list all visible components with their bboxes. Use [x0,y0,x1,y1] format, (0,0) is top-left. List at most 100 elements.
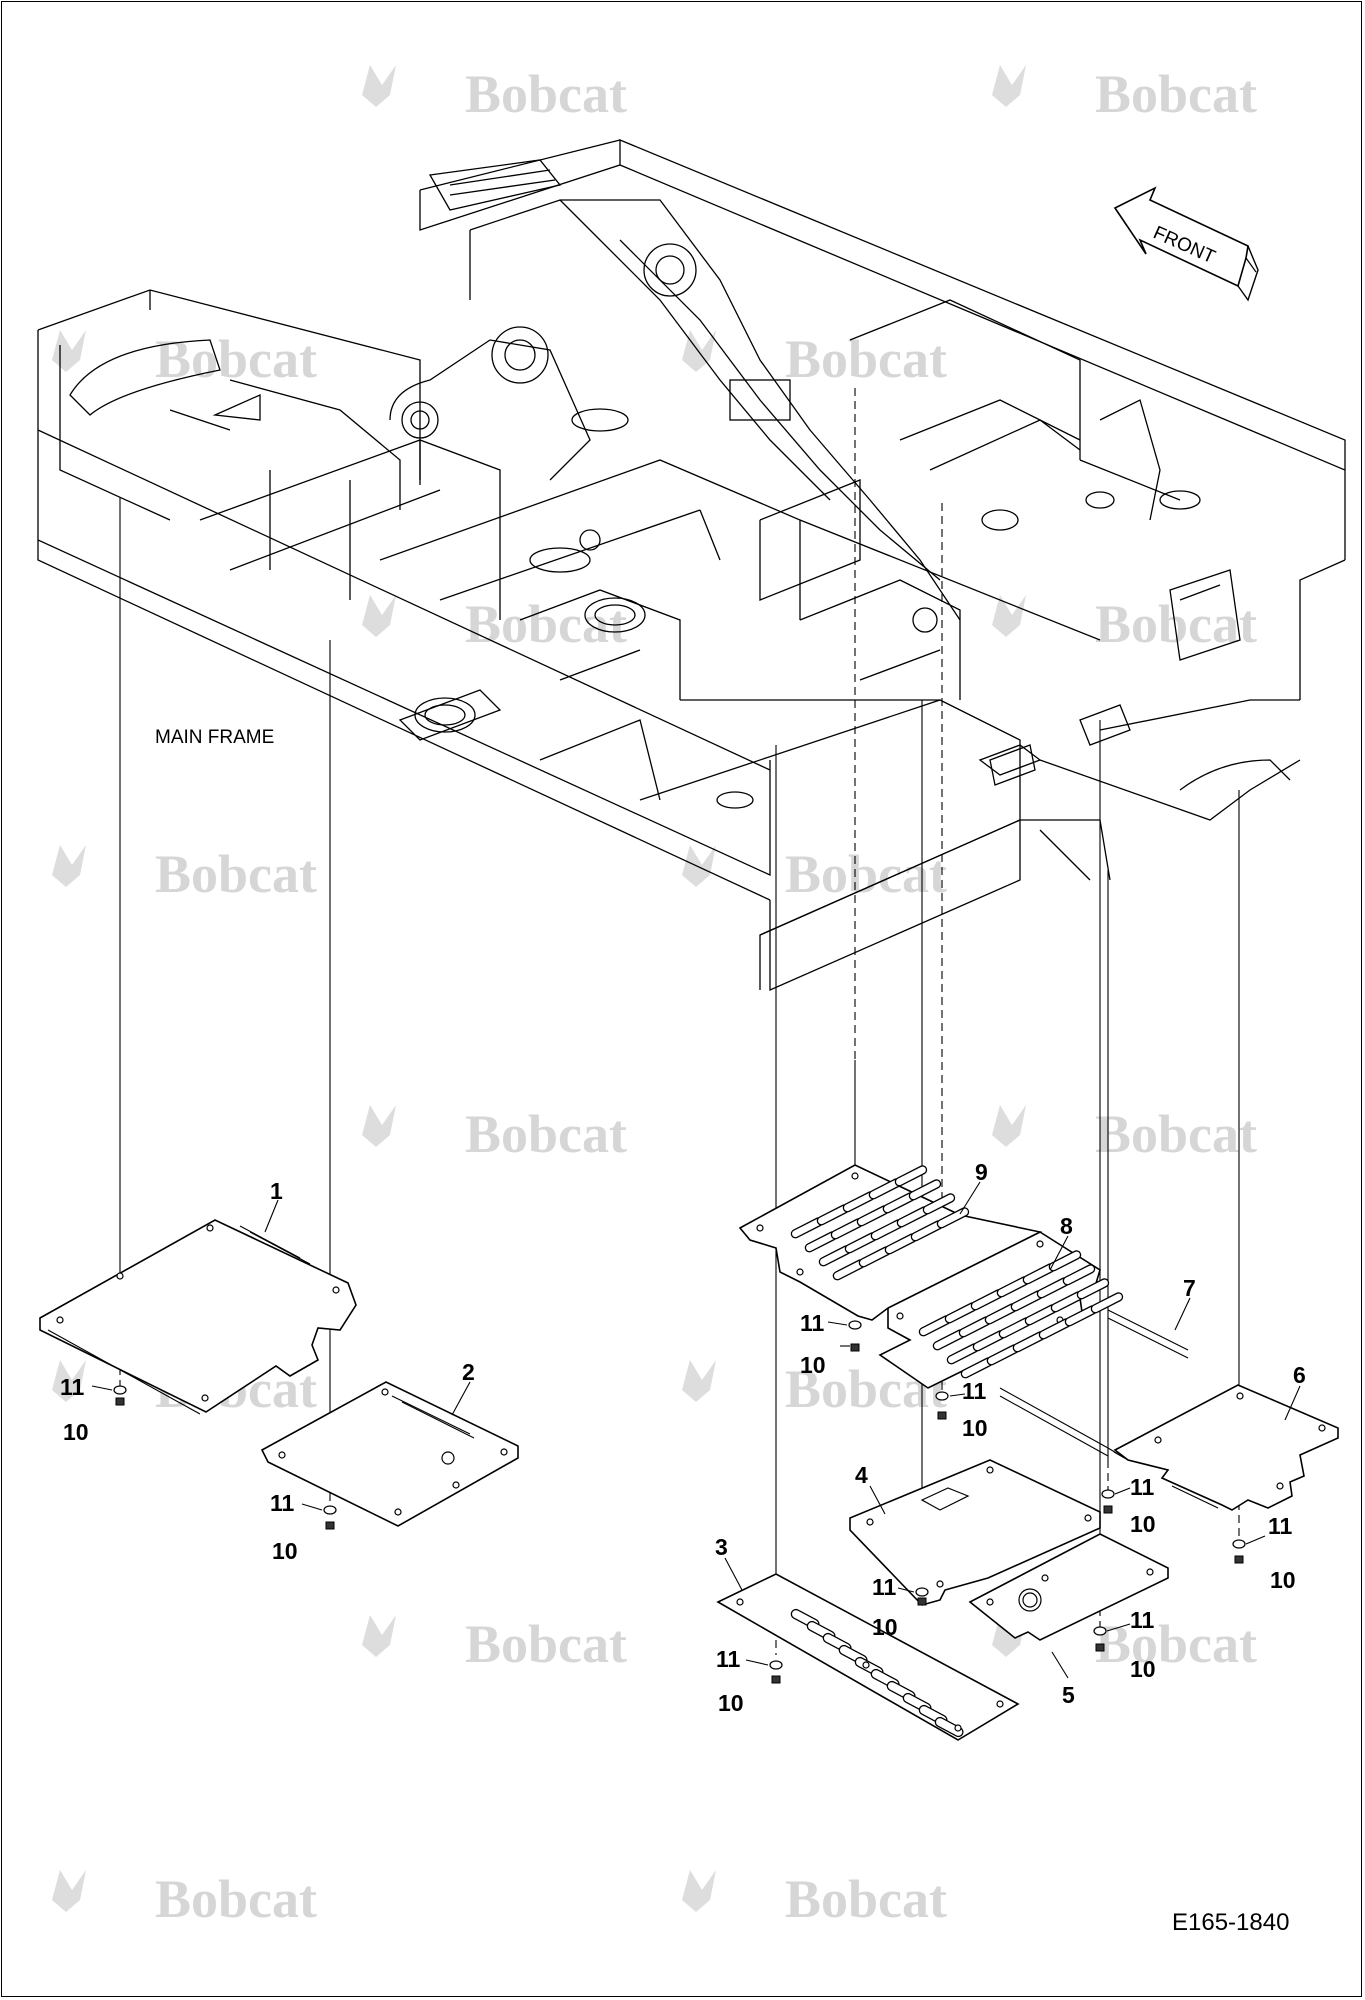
callout-bolt: 10 [1270,1567,1296,1593]
grate-slot [894,1165,928,1187]
watermark-text: Bobcat [465,64,627,124]
grate-slot [1090,1292,1124,1314]
grate-slot [1062,1264,1096,1286]
bobcat-logo-icon [992,595,1026,637]
bobcat-logo-icon [362,595,396,637]
washer [113,1385,127,1395]
watermark-text: Bobcat [465,1614,627,1674]
watermark-text: Bobcat [155,844,317,904]
slot-row [790,1608,964,1738]
callout-1: 1 [270,1178,283,1204]
bobcat-logo-icon [992,1105,1026,1147]
callout-7: 7 [1183,1275,1196,1301]
watermark-layer: Bobcat Bobcat Bobcat Bobcat Bobcat Bobca… [52,64,1257,1929]
watermark-text: Bobcat [465,1104,627,1164]
callout-washer: 11 [270,1490,295,1516]
watermark: Bobcat [362,1104,627,1164]
callout-2: 2 [462,1359,475,1385]
grate-slot [1076,1278,1110,1300]
callout-9: 9 [975,1159,988,1185]
document-id: E165-1840 [1172,1909,1289,1936]
bobcat-logo-icon [682,1360,716,1402]
bobcat-logo-icon [52,845,86,887]
washer [1232,1539,1246,1549]
callout-washer: 11 [872,1574,897,1600]
watermark: Bobcat [362,1614,627,1674]
bolt [1095,1643,1105,1652]
callout-washer: 11 [60,1374,85,1400]
watermark: Bobcat [362,64,627,124]
callout-washer: 11 [716,1646,741,1672]
callout-washer: 11 [800,1310,825,1336]
watermark-text: Bobcat [1095,1104,1257,1164]
watermark: Bobcat [52,329,317,389]
fastener-group [113,1320,1246,1684]
plate-7[interactable] [999,1309,1189,1461]
front-arrow-icon: FRONT [1113,186,1259,302]
watermark-text: Bobcat [785,844,947,904]
grate-slot [908,1179,942,1201]
callout-numbers: 1 2 3 4 5 6 7 8 9 11 10 11 10 11 10 11 1… [60,1159,1306,1716]
watermark-text: Bobcat [785,1869,947,1929]
callout-washer: 11 [1130,1607,1155,1633]
callout-washer: 11 [962,1378,987,1404]
callout-5: 5 [1062,1682,1075,1708]
watermark-text: Bobcat [465,594,627,654]
watermark: Bobcat [682,329,947,389]
main-frame-assembly [37,139,1346,991]
watermark: Bobcat [992,64,1257,124]
callout-4: 4 [855,1462,868,1488]
watermark: Bobcat [52,844,317,904]
callout-bolt: 10 [962,1415,988,1441]
watermark: Bobcat [362,594,627,654]
bobcat-logo-icon [362,1105,396,1147]
watermark: Bobcat [682,844,947,904]
plate-5[interactable] [968,1533,1169,1641]
watermark-text: Bobcat [155,329,317,389]
callout-bolt: 10 [800,1352,826,1378]
grate-slot [922,1193,956,1215]
callout-leaders [91,1181,1301,1679]
bobcat-logo-icon [362,65,396,107]
washer [915,1587,929,1597]
bobcat-logo-icon [52,1870,86,1912]
bolt [937,1411,947,1420]
washer [1093,1626,1107,1636]
watermark-text: Bobcat [1095,1614,1257,1674]
bolt [1103,1505,1113,1514]
watermark-text: Bobcat [155,1869,317,1929]
callout-bolt: 10 [272,1538,298,1564]
washer [935,1391,949,1401]
bobcat-logo-icon [52,330,86,372]
watermark-text: Bobcat [1095,64,1257,124]
callout-6: 6 [1293,1362,1306,1388]
bolt [1234,1555,1244,1564]
callout-bolt: 10 [63,1419,89,1445]
watermark: Bobcat [992,1104,1257,1164]
watermark-text: Bobcat [785,329,947,389]
washer [769,1660,783,1670]
bolt [771,1675,781,1684]
plate-3[interactable] [716,1573,1020,1741]
plate-2[interactable] [260,1381,519,1527]
plate-4[interactable] [849,1459,1101,1606]
bolt [850,1343,860,1352]
alignment-lines [119,388,1240,1655]
bolt [917,1597,927,1606]
callout-3: 3 [715,1534,728,1560]
callout-bolt: 10 [1130,1656,1156,1682]
callout-bolt: 10 [718,1690,744,1716]
main-frame-label: MAIN FRAME [155,727,274,748]
washer [323,1505,337,1515]
washer [1101,1489,1115,1499]
bobcat-logo-icon [362,1615,396,1657]
washer [848,1320,862,1330]
bolt [115,1397,125,1406]
watermark: Bobcat [682,1869,947,1929]
plate-6[interactable] [1113,1384,1339,1511]
bobcat-logo-icon [682,845,716,887]
plate-1[interactable] [39,1219,357,1415]
